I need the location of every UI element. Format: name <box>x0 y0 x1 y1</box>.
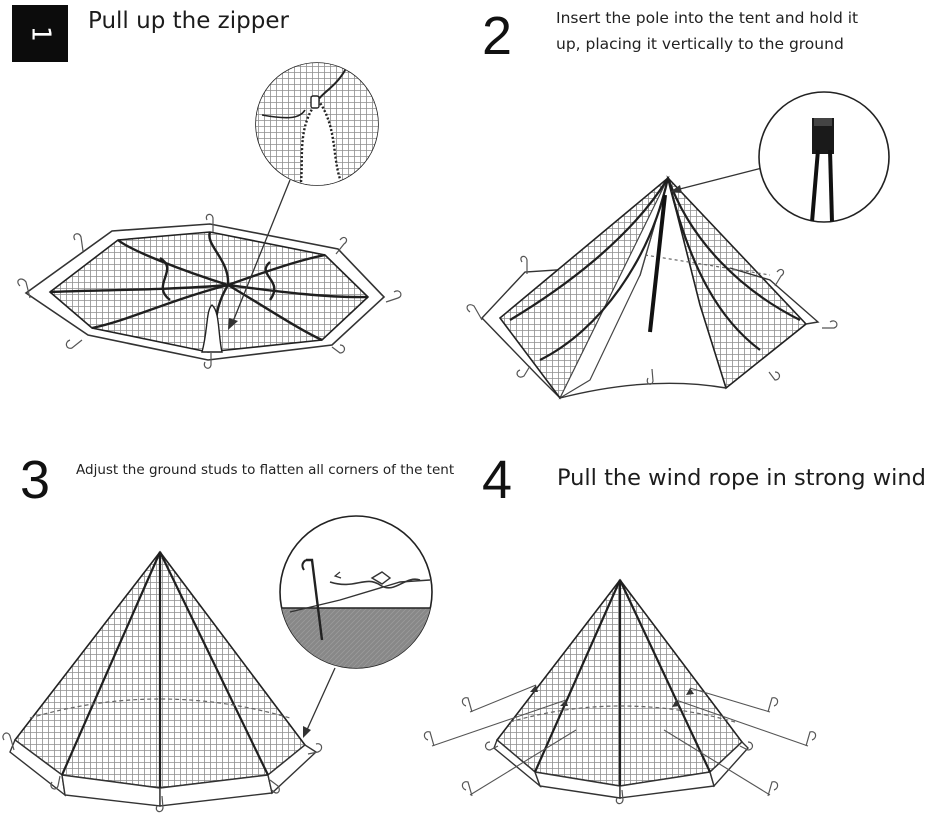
step-4-title: Pull the wind rope in strong winds <box>557 465 925 491</box>
step-3-title: Adjust the ground studs to flatten all c… <box>76 462 455 478</box>
step-2-title: Insert the pole into the tent and hold i… <box>556 9 859 53</box>
step-3-tent-staked <box>2 515 433 813</box>
step-1-title: Pull up the zipper <box>88 8 289 34</box>
step-2-number: 2 <box>482 6 513 66</box>
step-4-number: 4 <box>482 450 513 510</box>
step-4-tent-guyed <box>423 578 817 805</box>
step-1-flat-tent <box>17 62 402 369</box>
step-2-tent-raising <box>466 91 890 400</box>
step-1-number: 1 <box>12 5 68 62</box>
step-3-number: 3 <box>20 450 51 510</box>
